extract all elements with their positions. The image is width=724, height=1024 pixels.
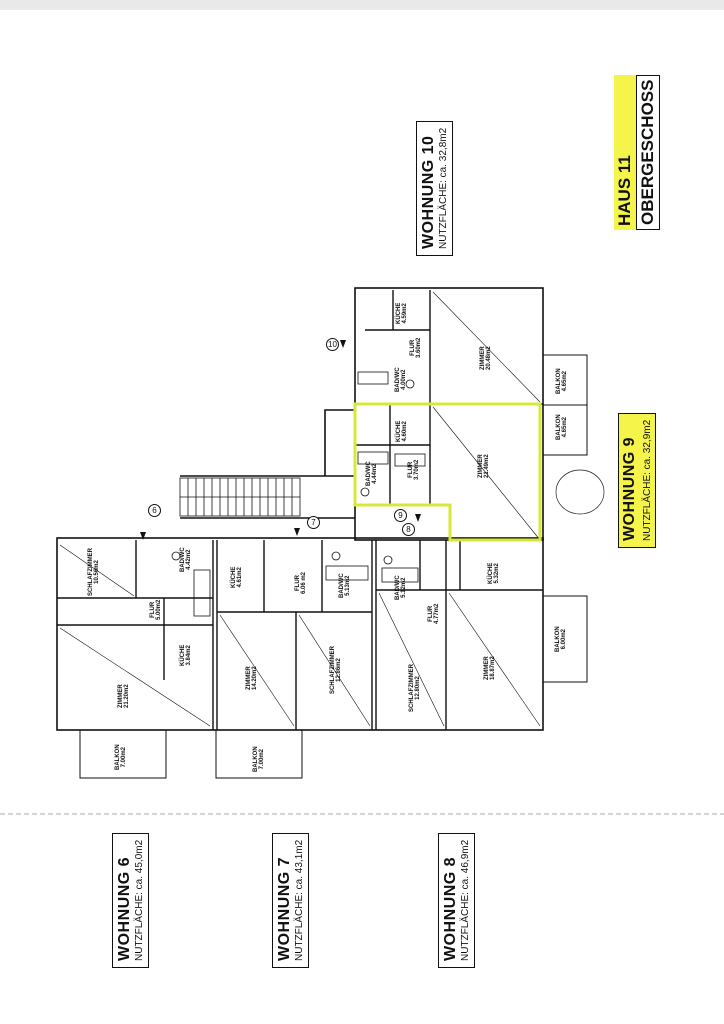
entrance-arrows bbox=[140, 340, 421, 540]
haus-name: HAUS 11 bbox=[614, 74, 636, 230]
entrance-10: 10 bbox=[326, 338, 339, 351]
w10-title: WOHNUNG 10 bbox=[420, 135, 437, 249]
w7-area: NUTZFLÄCHE: ca. 43,1m2 bbox=[293, 839, 305, 961]
haus-floor: OBERGESCHOSS bbox=[636, 74, 660, 230]
entrance-6: 6 bbox=[148, 504, 161, 517]
balconies bbox=[79, 354, 588, 779]
entrance-7: 7 bbox=[307, 516, 320, 529]
w6-area: NUTZFLÄCHE: ca. 45,0m2 bbox=[133, 839, 145, 961]
hand-drawn-circle bbox=[555, 469, 605, 515]
entrance-8: 8 bbox=[402, 523, 415, 536]
room-diagonals bbox=[59, 291, 541, 727]
apartment-label-w7: WOHNUNG 7 NUTZFLÄCHE: ca. 43,1m2 bbox=[272, 832, 309, 968]
haus-label: HAUS 11 OBERGESCHOSS bbox=[614, 74, 660, 230]
w8-area: NUTZFLÄCHE: ca. 46,9m2 bbox=[459, 839, 471, 961]
apartment-label-w10: WOHNUNG 10 NUTZFLÄCHE: ca. 32,8m2 bbox=[416, 120, 453, 256]
w9-area: NUTZFLÄCHE: ca. 32,9m2 bbox=[640, 413, 655, 547]
w9-outline bbox=[353, 402, 542, 542]
w6-title: WOHNUNG 6 bbox=[116, 856, 133, 961]
w7-title: WOHNUNG 7 bbox=[276, 856, 293, 961]
apartment-label-w6: WOHNUNG 6 NUTZFLÄCHE: ca. 45,0m2 bbox=[112, 832, 149, 968]
w9-title: WOHNUNG 9 bbox=[619, 413, 641, 547]
apartment-label-w9: WOHNUNG 9 NUTZFLÄCHE: ca. 32,9m2 bbox=[618, 412, 656, 548]
stairwell bbox=[179, 477, 301, 517]
w8-title: WOHNUNG 8 bbox=[442, 856, 459, 961]
scan-top-edge bbox=[0, 0, 724, 10]
entrance-9: 9 bbox=[394, 509, 407, 522]
fixtures bbox=[171, 371, 426, 617]
apartment-label-w8: WOHNUNG 8 NUTZFLÄCHE: ca. 46,9m2 bbox=[438, 832, 475, 968]
w10-area: NUTZFLÄCHE: ca. 32,8m2 bbox=[437, 127, 449, 249]
